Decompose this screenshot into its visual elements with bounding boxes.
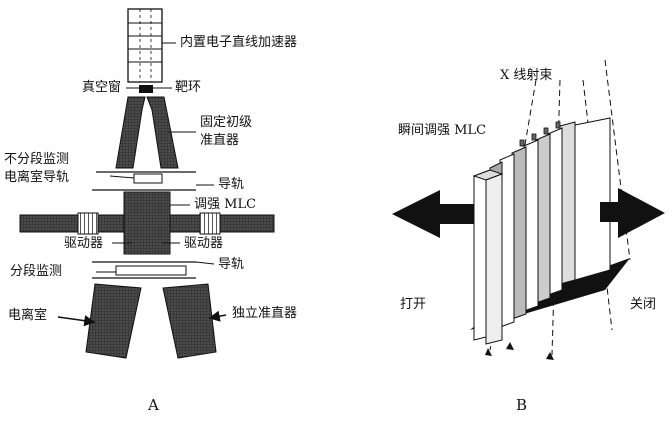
label-primary-collimator-2: 准直器	[200, 133, 240, 148]
left-independent-jaw	[85, 283, 142, 359]
panel-a	[19, 8, 275, 359]
caption-b: B	[516, 396, 528, 414]
label-open: 打开	[400, 297, 427, 312]
label-rail-1: 导轨	[218, 177, 245, 192]
close-direction-arrow	[600, 188, 665, 238]
right-independent-jaw	[162, 283, 217, 359]
seg-ion-chamber	[115, 265, 187, 276]
label-ion-chamber: 电离室	[8, 308, 48, 323]
open-direction-arrow	[392, 190, 474, 238]
label-primary-collimator-1: 固定初级	[200, 115, 253, 130]
primary-collimator	[115, 96, 179, 169]
label-close: 关闭	[630, 297, 657, 312]
label-seg-monitor: 分段监测	[10, 264, 63, 279]
left-driver-coil	[77, 212, 99, 235]
label-target: 靶环	[175, 80, 202, 95]
label-driver-left: 驱动器	[64, 236, 104, 251]
label-indep-collimator: 独立准直器	[232, 306, 298, 321]
target-block	[139, 85, 153, 93]
panel-b	[392, 59, 665, 360]
label-driver-right: 驱动器	[184, 236, 224, 251]
right-driver-coil	[199, 212, 221, 235]
label-vacuum-window: 真空窗	[82, 80, 122, 95]
mlc-block	[19, 191, 275, 255]
label-nonseg-monitor-1: 不分段监测	[4, 152, 70, 167]
label-xray-beam: X 线射束	[500, 68, 553, 83]
label-dynamic-mlc: 瞬间调强 MLC	[398, 123, 487, 138]
caption-a: A	[148, 396, 159, 414]
label-linac: 内置电子直线加速器	[180, 35, 298, 50]
linac-tube	[127, 8, 163, 83]
label-nonseg-monitor-2: 电离室导轨	[4, 170, 70, 185]
nonseg-ion-chamber	[133, 173, 163, 184]
label-rail-2: 导轨	[218, 257, 245, 272]
label-mlc: 调强 MLC	[194, 197, 257, 212]
mlc-leaves	[472, 117, 611, 345]
